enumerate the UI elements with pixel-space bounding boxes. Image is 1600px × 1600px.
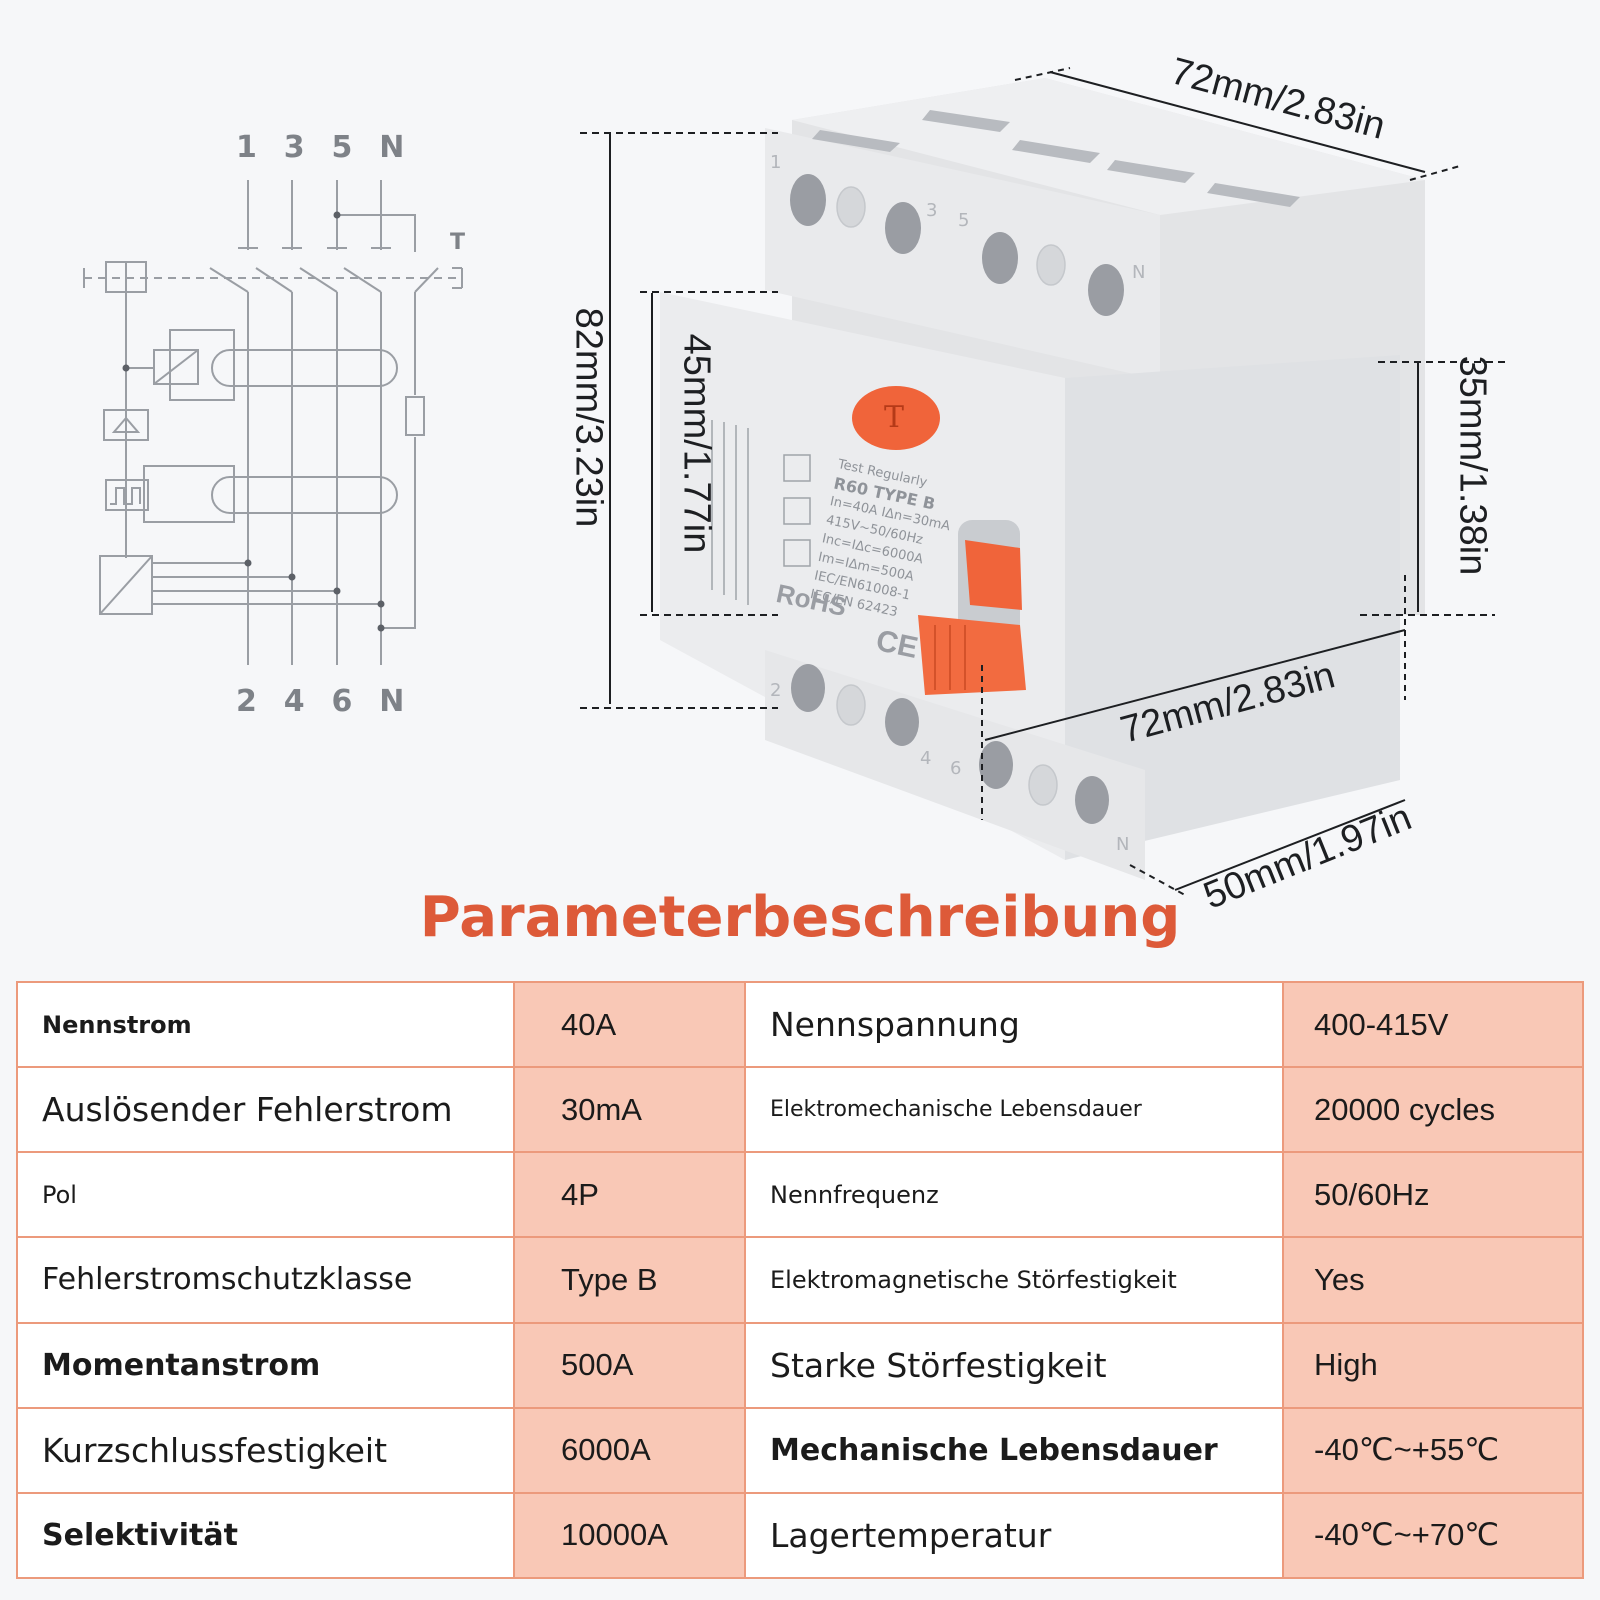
spec-label: Elektromechanische Lebensdauer xyxy=(744,1066,1284,1154)
test-button-label: T xyxy=(884,400,905,435)
spec-label: Nennspannung xyxy=(744,980,1284,1069)
spec-value: 4P xyxy=(513,1151,746,1239)
terminal-number-bottom: 4 xyxy=(920,748,932,769)
wiring-test-label: T xyxy=(450,230,468,255)
terminal-number-bottom: N xyxy=(1116,834,1130,855)
wiring-top-terminals: 1 3 5 N xyxy=(236,130,407,165)
spec-label: Nennstrom xyxy=(16,980,515,1069)
wiring-diagram xyxy=(83,180,463,665)
spec-label: Fehlerstromschutzklasse xyxy=(16,1236,515,1324)
table-row: Selektivität 10000A Lagertemperatur -40℃… xyxy=(16,1491,1584,1580)
wiring-bottom-terminals: 2 4 6 N xyxy=(236,684,407,719)
spec-table: Nennstrom 40A Nennspannung 400-415V Ausl… xyxy=(16,980,1584,1580)
terminal-number-bottom: 6 xyxy=(950,758,962,779)
table-row: Fehlerstromschutzklasse Type B Elektroma… xyxy=(16,1236,1584,1324)
spec-value: 10000A xyxy=(513,1491,746,1580)
dimension-height-total: 82mm/3.23in xyxy=(567,307,610,528)
spec-value: 50/60Hz xyxy=(1282,1151,1584,1239)
spec-value: 30mA xyxy=(513,1066,746,1154)
terminal-number-top: 5 xyxy=(958,210,970,231)
spec-value: Type B xyxy=(513,1236,746,1324)
spec-label: Auslösender Fehlerstrom xyxy=(16,1066,515,1154)
table-row: Kurzschlussfestigkeit 6000A Mechanische … xyxy=(16,1406,1584,1494)
spec-value: Yes xyxy=(1282,1236,1584,1324)
spec-value: 500A xyxy=(513,1321,746,1409)
spec-value: -40℃~+70℃ xyxy=(1282,1491,1584,1580)
terminal-number-top: N xyxy=(1132,262,1146,283)
terminal-number-top: 3 xyxy=(926,200,938,221)
product-figure: 1 3 5 N 2 4 6 N T xyxy=(83,50,1510,918)
spec-label: Selektivität xyxy=(16,1491,515,1580)
spec-label: Lagertemperatur xyxy=(744,1491,1284,1580)
spec-label: Pol xyxy=(16,1151,515,1239)
rcd-device-illustration xyxy=(580,67,1510,896)
spec-label: Kurzschlussfestigkeit xyxy=(16,1406,515,1494)
spec-label: Starke Störfestigkeit xyxy=(744,1321,1284,1409)
terminal-number-top: 1 xyxy=(770,152,782,173)
table-row: Auslösender Fehlerstrom 30mA Elektromech… xyxy=(16,1066,1584,1154)
dimension-depth-step: 35mm/1.38in xyxy=(1451,355,1494,576)
spec-value: -40℃~+55℃ xyxy=(1282,1406,1584,1494)
spec-label: Mechanische Lebensdauer xyxy=(744,1406,1284,1494)
terminal-number-bottom: 2 xyxy=(770,680,782,701)
spec-value: 400-415V xyxy=(1282,980,1584,1069)
table-row: Nennstrom 40A Nennspannung 400-415V xyxy=(16,980,1584,1069)
spec-label: Momentanstrom xyxy=(16,1321,515,1409)
spec-value: 20000 cycles xyxy=(1282,1066,1584,1154)
spec-label: Nennfrequenz xyxy=(744,1151,1284,1239)
spec-value: 40A xyxy=(513,980,746,1069)
dimension-height-front: 45mm/1.77in xyxy=(675,333,718,554)
table-row: Momentanstrom 500A Starke Störfestigkeit… xyxy=(16,1321,1584,1409)
spec-value: High xyxy=(1282,1321,1584,1409)
spec-value: 6000A xyxy=(513,1406,746,1494)
section-heading: Parameterbeschreibung xyxy=(419,885,1181,950)
spec-label: Elektromagnetische Störfestigkeit xyxy=(744,1236,1284,1324)
table-row: Pol 4P Nennfrequenz 50/60Hz xyxy=(16,1151,1584,1239)
